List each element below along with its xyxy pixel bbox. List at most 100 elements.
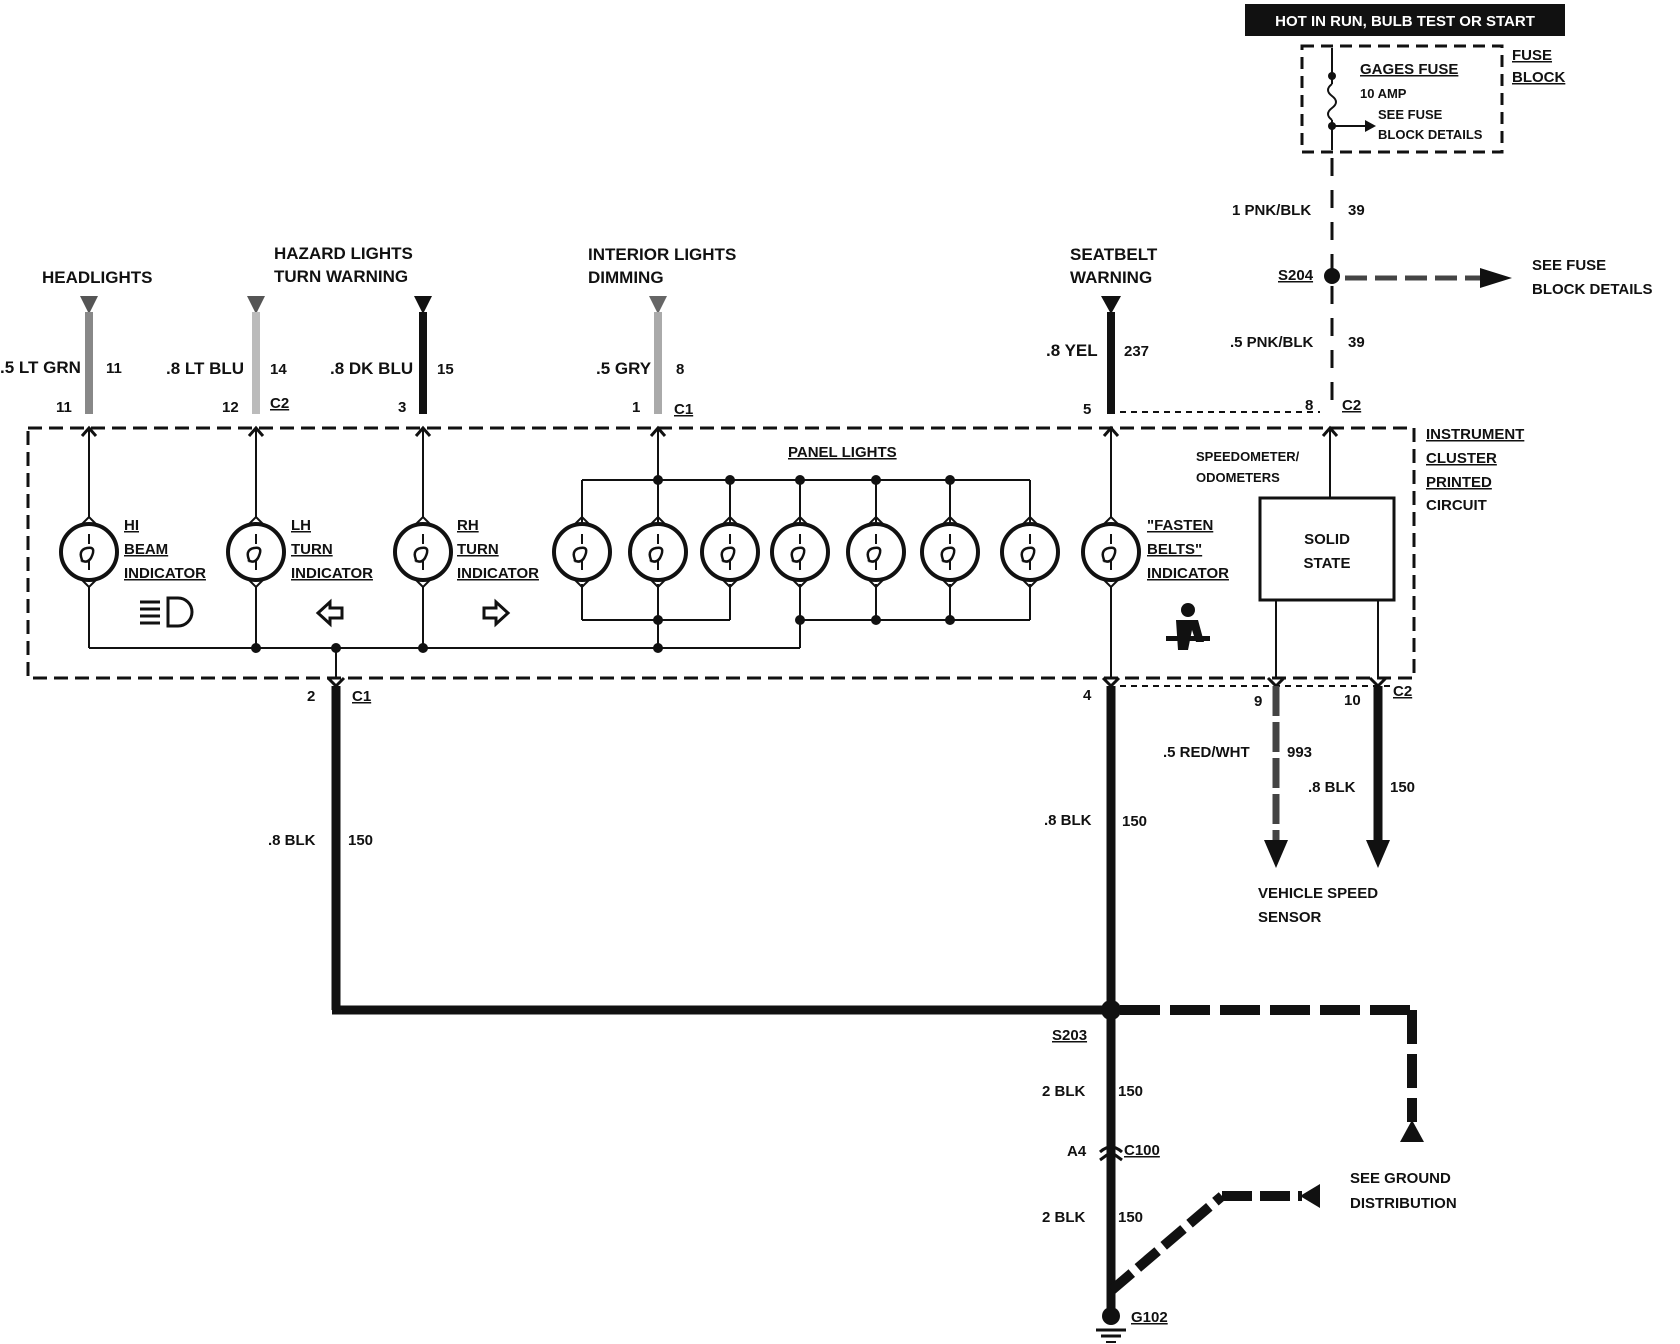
ground-see-2: DISTRIBUTION	[1350, 1195, 1457, 1212]
s204-see-1: SEE FUSE	[1532, 257, 1606, 274]
junction-dot	[945, 615, 955, 625]
connector-pin-icon	[649, 425, 667, 437]
cluster-internal-wiring	[88, 428, 1379, 678]
output-wires	[331, 685, 1424, 1343]
hi-beam-label-2: BEAM	[124, 541, 168, 558]
s203-label: S203	[1052, 1027, 1087, 1044]
speedo-connector: C2	[1342, 397, 1361, 414]
panel-lights-label: PANEL LIGHTS	[788, 444, 897, 461]
power-banner: HOT IN RUN, BULB TEST OR START	[1275, 13, 1535, 30]
junction-dot	[418, 643, 428, 653]
pin4-circuit: 150	[1122, 813, 1147, 830]
cluster-label-2: CLUSTER	[1426, 450, 1497, 467]
c2-out-connector: C2	[1393, 683, 1412, 700]
seatbelt-icon	[1166, 603, 1210, 650]
connector-pin-icon	[247, 425, 265, 437]
ground-wire-lower: 2 BLK	[1042, 1209, 1086, 1226]
arrow-right-icon	[1365, 120, 1376, 132]
rh-circuit: 15	[437, 361, 454, 378]
fasten-label-1: "FASTEN	[1147, 517, 1213, 534]
s204-label: S204	[1278, 267, 1314, 284]
s204-see-2: BLOCK DETAILS	[1532, 281, 1653, 298]
lh-turn-label-3: INDICATOR	[291, 565, 373, 582]
s204-lower-wire: .5 PNK/BLK	[1230, 334, 1314, 351]
solid-state-label-2: STATE	[1304, 555, 1351, 572]
c1-connector: C1	[352, 688, 371, 705]
interior-wire-color: .5 GRY	[596, 359, 652, 378]
c1-circuit: 150	[348, 832, 373, 849]
splice-s204-group: 1 PNK/BLK 39 S204 .5 PNK/BLK 39 SEE FUSE…	[1230, 158, 1653, 408]
headlights-pin: 11	[56, 399, 72, 416]
rh-pin: 3	[398, 399, 406, 416]
bulb-icon	[700, 515, 760, 589]
junction-dot	[251, 643, 261, 653]
fuse-element-icon	[1327, 83, 1337, 121]
bulb-icon	[628, 515, 688, 589]
fuse-block-label-2: BLOCK	[1512, 69, 1565, 86]
junction-dot	[331, 643, 341, 653]
lh-wire-color: .8 LT BLU	[166, 359, 244, 378]
rh-turn-label-2: TURN	[457, 541, 499, 558]
fuse-block-outline	[1300, 44, 1504, 154]
output-labels: 2 C1 .8 BLK 150 4 .8 BLK 150 9 10 C2 .5 …	[268, 683, 1457, 1326]
seatbelt-wire-color: .8 YEL	[1046, 341, 1098, 360]
splice-s203	[1101, 1000, 1121, 1020]
headlights-wire-color: .5 LT GRN	[0, 358, 81, 377]
lh-pin: 12	[222, 399, 239, 416]
connector-pin-icon	[80, 425, 98, 437]
interior-pin: 1	[632, 399, 640, 416]
bulb-icon	[226, 515, 286, 589]
splice-s204	[1324, 268, 1340, 284]
panel-bulb-stubs	[581, 480, 1031, 648]
interior-connector: C1	[674, 401, 693, 418]
s204-upper-wire: 1 PNK/BLK	[1232, 202, 1311, 219]
gages-fuse-label: GAGES FUSE	[1360, 61, 1458, 78]
arrow-right-icon	[1480, 268, 1512, 288]
fuse-node-top	[1328, 72, 1336, 80]
ground-circuit-lower: 150	[1118, 1209, 1143, 1226]
pin4-wire-color: .8 BLK	[1044, 812, 1092, 829]
pin9: 9	[1254, 693, 1262, 710]
cluster-label-1: INSTRUMENT	[1426, 426, 1524, 443]
bulb-icon	[846, 515, 906, 589]
junction-dot	[653, 615, 663, 625]
solid-state-box	[1258, 496, 1396, 602]
instrument-cluster: INSTRUMENT CLUSTER PRINTED CIRCUIT	[26, 425, 1524, 689]
headlights-circuit: 11	[106, 360, 122, 377]
arrow-up-icon	[1400, 1120, 1424, 1142]
bulb-icon	[770, 515, 830, 589]
rh-turn-label-3: INDICATOR	[457, 565, 539, 582]
lh-circuit: 14	[270, 361, 287, 378]
hazard-title-1: HAZARD LIGHTS	[274, 244, 413, 263]
arrow-down-icon	[80, 296, 98, 314]
speedo-label-1: SPEEDOMETER/	[1196, 449, 1300, 464]
interior-title-1: INTERIOR LIGHTS	[588, 245, 736, 264]
lh-turn-label-2: TURN	[291, 541, 333, 558]
interior-circuit: 8	[676, 361, 684, 378]
junction-dot	[795, 475, 805, 485]
fuse-see-details-2: BLOCK DETAILS	[1378, 127, 1483, 142]
input-wires	[80, 296, 1320, 414]
fasten-label-3: INDICATOR	[1147, 565, 1229, 582]
power-banner-bg	[1245, 4, 1565, 36]
cluster-outline	[26, 426, 1416, 680]
vss-label-1: VEHICLE SPEED	[1258, 885, 1378, 902]
junction-dot	[653, 475, 663, 485]
g102-diag-wire	[1108, 1192, 1226, 1294]
junction-dot	[725, 475, 735, 485]
fuse-block: HOT IN RUN, BULB TEST OR START GAGES FUS…	[1245, 4, 1565, 154]
speedo-label-2: ODOMETERS	[1196, 470, 1280, 485]
arrow-down-icon	[649, 296, 667, 314]
ground-wire-upper: 2 BLK	[1042, 1083, 1086, 1100]
junction-dot	[871, 475, 881, 485]
junction-dot	[795, 615, 805, 625]
rh-wire-color: .8 DK BLU	[330, 359, 413, 378]
fasten-label-2: BELTS"	[1147, 541, 1202, 558]
cluster-label-4: CIRCUIT	[1426, 497, 1487, 514]
s204-upper-circuit: 39	[1348, 202, 1365, 219]
speedo-pin: 8	[1305, 397, 1313, 414]
hi-beam-label-3: INDICATOR	[124, 565, 206, 582]
fuse-rating: 10 AMP	[1360, 86, 1407, 101]
solid-state-label-1: SOLID	[1304, 531, 1350, 548]
interior-title-2: DIMMING	[588, 268, 664, 287]
